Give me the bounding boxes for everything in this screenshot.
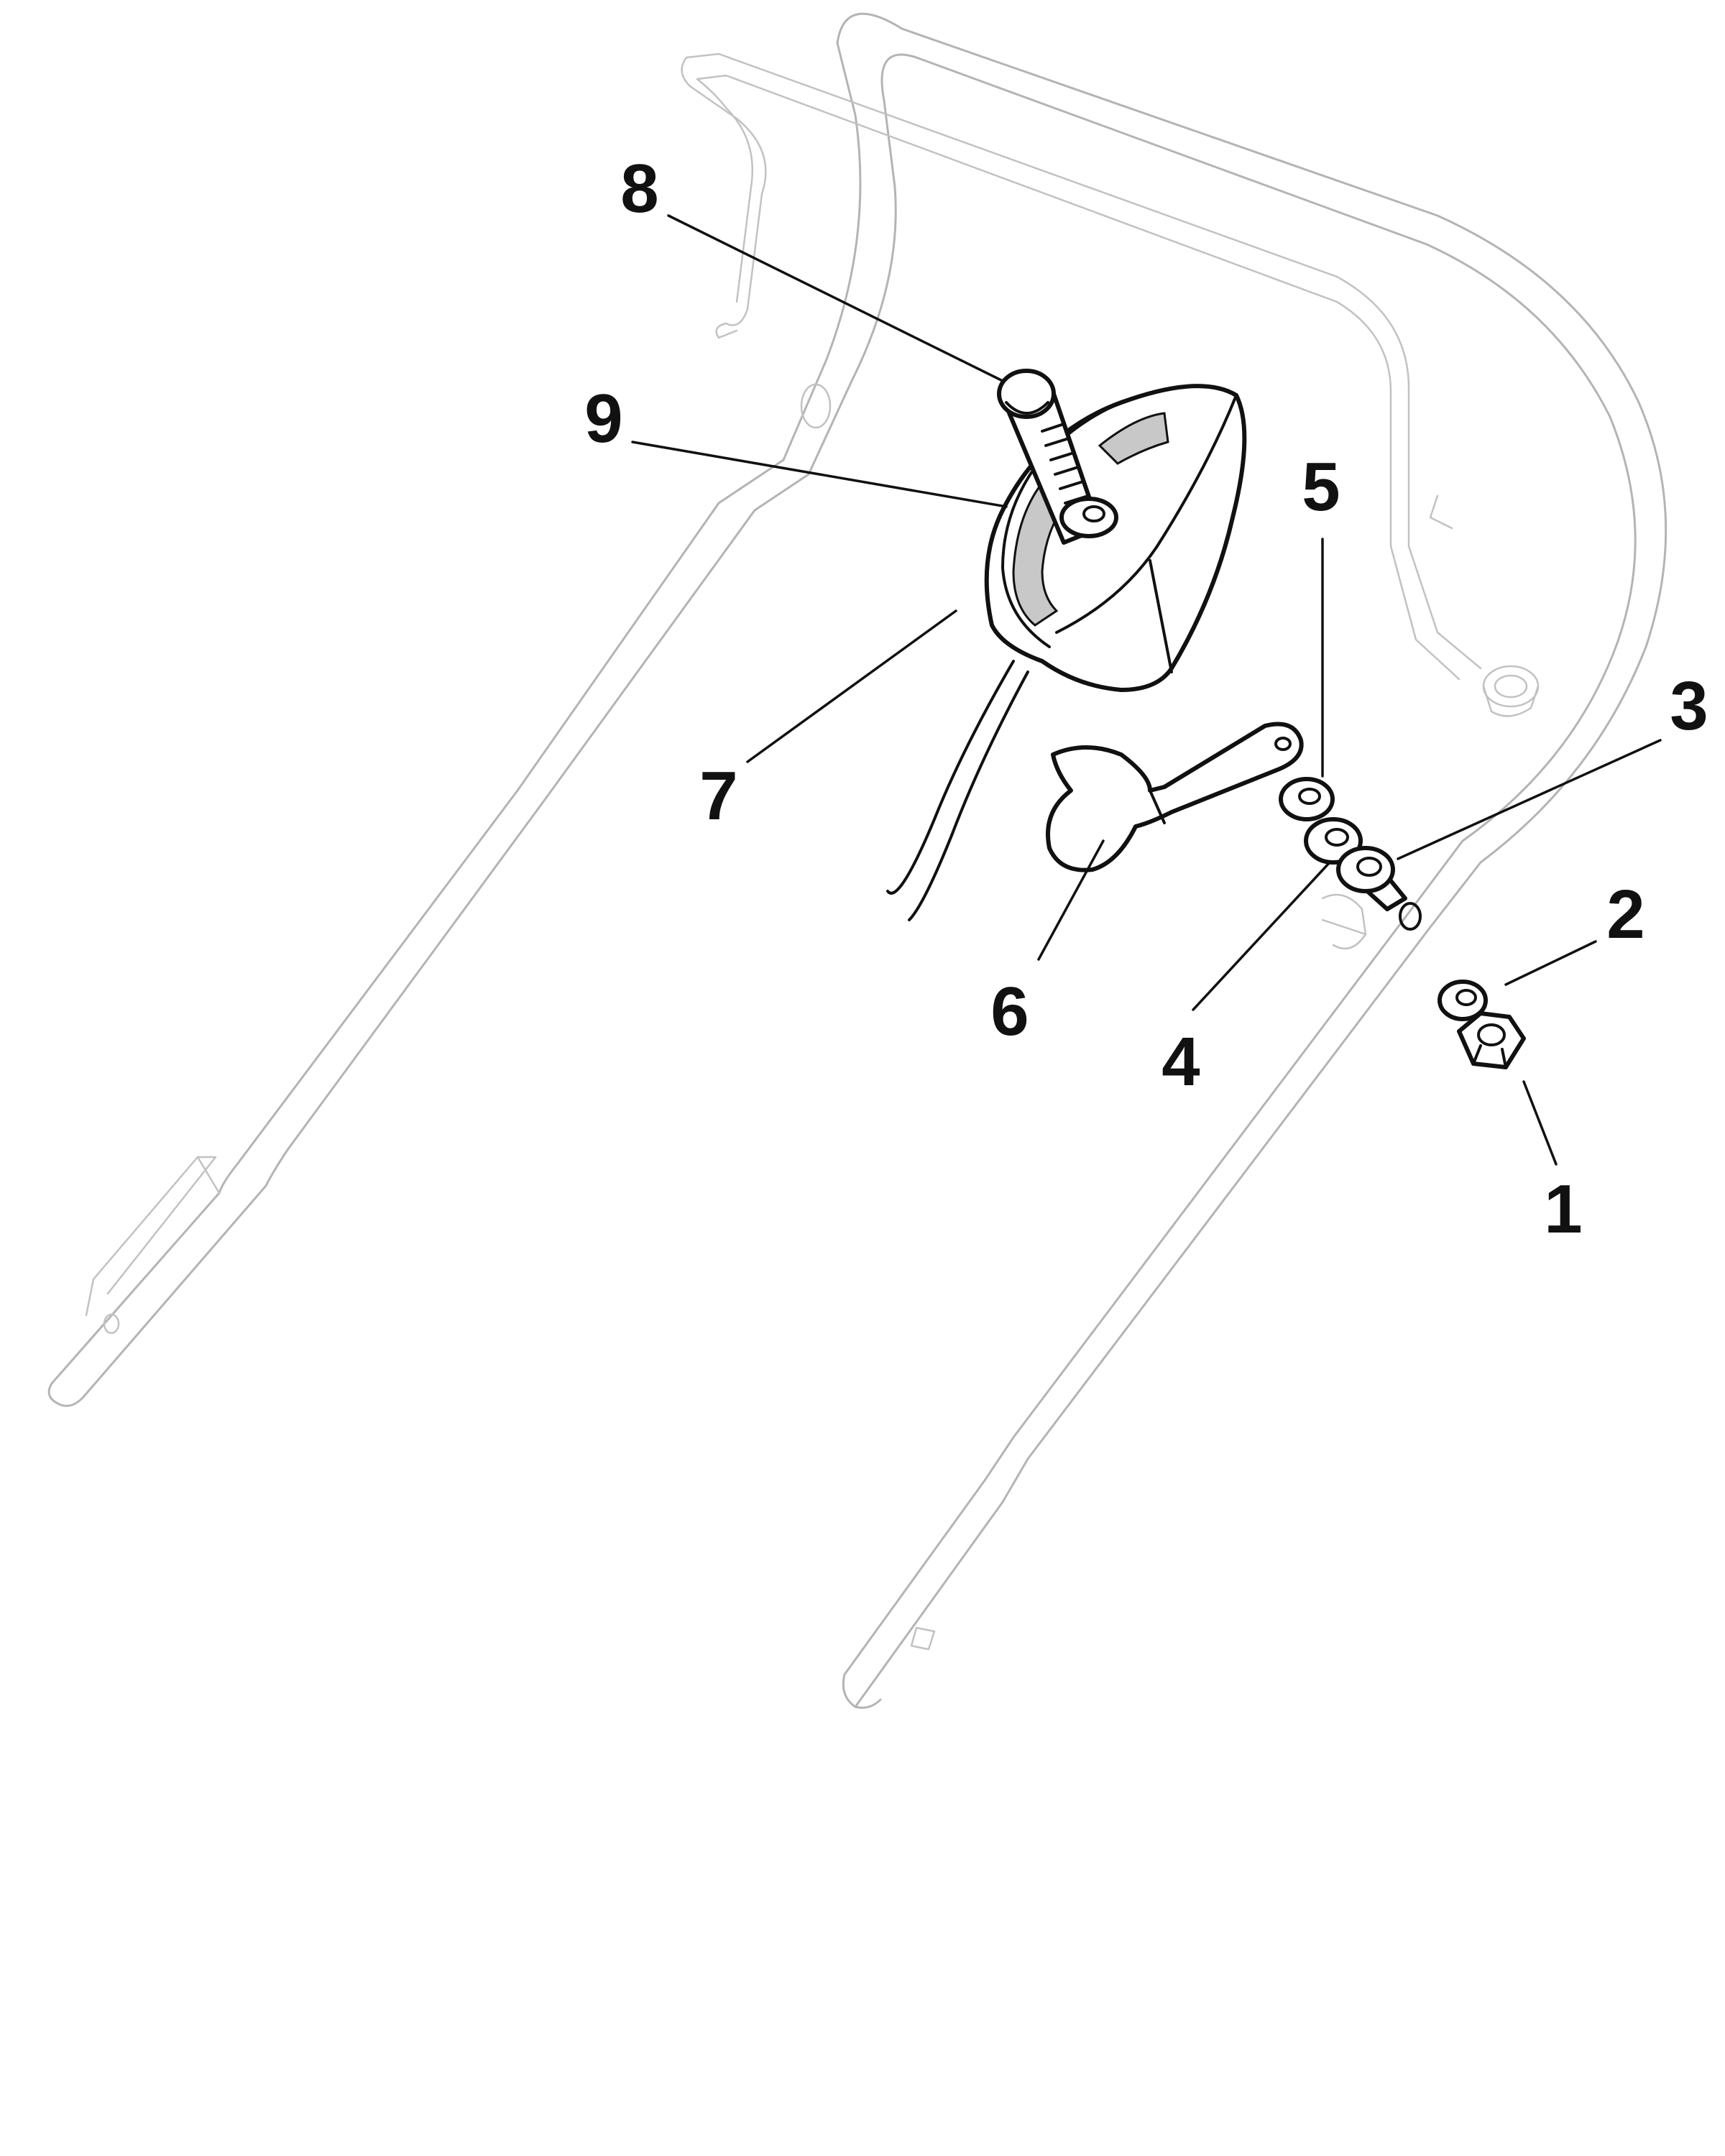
callout-labels: 1 2 3 4 5 6 7 8 9 — [584, 150, 1708, 1248]
bowden-cable — [886, 660, 1029, 921]
callout-9: 9 — [584, 380, 622, 457]
leader-9 — [631, 441, 1008, 508]
leader-3 — [1397, 739, 1662, 860]
callout-6: 6 — [990, 973, 1029, 1050]
leader-7 — [746, 609, 957, 763]
leader-8 — [667, 214, 1004, 382]
callout-7: 7 — [699, 757, 737, 834]
callout-4: 4 — [1162, 1023, 1200, 1100]
nut-part-1 — [1457, 1011, 1526, 1069]
leader-2 — [1504, 940, 1597, 986]
handle-frame-outline — [47, 12, 1668, 1709]
spacer-part-3 — [1336, 846, 1422, 931]
leader-1 — [1522, 1080, 1558, 1166]
callout-5: 5 — [1302, 448, 1340, 525]
lever-part-6 — [1046, 722, 1304, 872]
washer-part-5 — [1279, 777, 1335, 821]
callout-3: 3 — [1670, 668, 1708, 745]
leader-4 — [1192, 861, 1331, 1011]
callout-2: 2 — [1606, 876, 1644, 953]
screw-part-8 — [997, 369, 1118, 545]
callout-1: 1 — [1544, 1171, 1582, 1248]
washer-part-2 — [1438, 980, 1488, 1021]
leader-lines — [631, 214, 1662, 1166]
leader-6 — [1037, 839, 1105, 961]
callout-8: 8 — [620, 150, 658, 227]
